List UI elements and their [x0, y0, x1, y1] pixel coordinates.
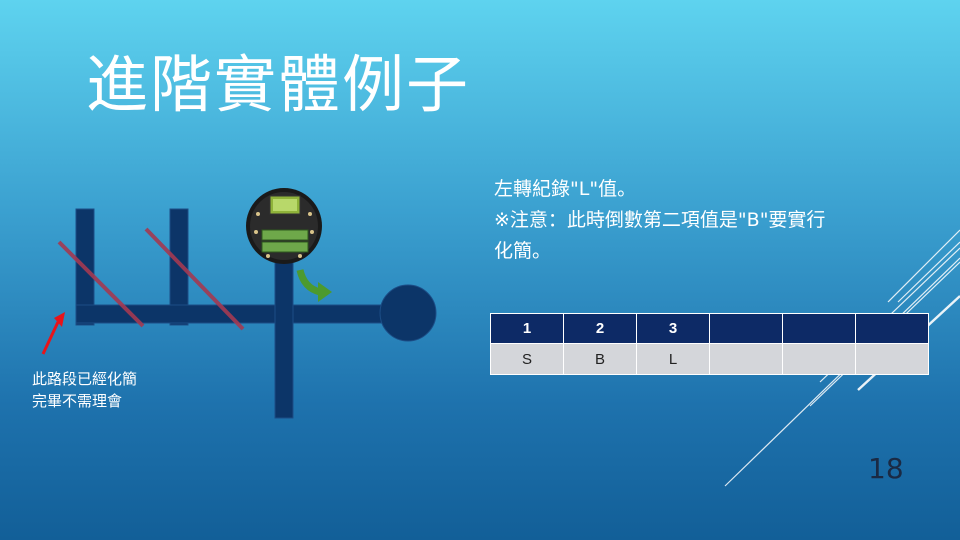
maze-paths: [75, 208, 437, 419]
note-line-2: 完畢不需理會: [32, 392, 123, 410]
header-cell: 1: [490, 313, 564, 344]
slide-title: 進階實體例子: [86, 48, 471, 121]
value-cell: B: [563, 343, 637, 375]
header-cell: [855, 313, 929, 344]
value-cell: L: [636, 343, 710, 375]
header-cell: 3: [636, 313, 710, 344]
robot-top-view-icon: [246, 188, 322, 264]
description-line-2: ※注意：此時倒數第二項值是"B"要實行: [494, 209, 826, 231]
strike-lines: [57, 227, 245, 331]
value-cell: [782, 343, 856, 375]
header-cell: [782, 313, 856, 344]
note-line-1: 此路段已經化簡: [32, 370, 138, 388]
description-line-3: 化簡。: [494, 240, 552, 262]
page-number: 18: [868, 452, 904, 485]
value-cell: [709, 343, 783, 375]
maze-robot-vertical: [274, 254, 294, 419]
simplified-path-note: 此路段已經化簡 完畢不需理會: [32, 368, 137, 412]
table-row: S B L: [490, 343, 929, 375]
curved-turn-arrow-icon: [296, 269, 332, 302]
maze-mid-vertical: [169, 208, 189, 326]
value-cell: S: [490, 343, 564, 375]
description-line-1: 左轉紀錄"L"值。: [494, 178, 637, 200]
sequence-table: 1 2 3 S B L: [490, 313, 929, 375]
red-pointer-arrow-icon: [41, 312, 65, 355]
header-cell: 2: [563, 313, 637, 344]
description-text: 左轉紀錄"L"值。 ※注意：此時倒數第二項值是"B"要實行 化簡。: [494, 174, 934, 267]
header-cell: [709, 313, 783, 344]
maze-goal-circle: [379, 284, 437, 342]
value-cell: [855, 343, 929, 375]
table-header-row: 1 2 3: [490, 313, 929, 344]
